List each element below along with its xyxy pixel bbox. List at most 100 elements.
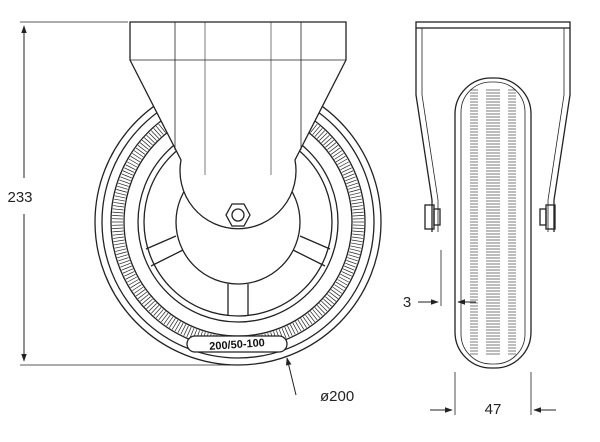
- tread-hatch-line: [171, 319, 179, 330]
- tread-hatch-line: [312, 309, 321, 319]
- tread-hatch-line: [346, 179, 357, 184]
- tread-hatch-line: [335, 155, 346, 163]
- tread-hatch-line: [112, 208, 124, 211]
- tread-hatch-line: [133, 150, 144, 158]
- tread-hatch-line: [163, 314, 171, 325]
- tread-hatch-line: [117, 185, 128, 190]
- tread-hatch-line: [351, 205, 363, 208]
- tread-hatch-line: [180, 324, 187, 335]
- tread-hatch-line: [334, 284, 344, 291]
- tread-hatch-line: [135, 289, 146, 297]
- tread-hatch-line: [338, 161, 349, 168]
- tread-hatch-line: [112, 230, 124, 233]
- tread-hatch-line: [340, 164, 351, 171]
- tread-hatch-line: [329, 145, 339, 153]
- side-view: [415, 21, 571, 369]
- tread-hatch-line: [332, 150, 343, 158]
- tread-hatch-line: [300, 318, 307, 328]
- tread-hatch-line: [116, 189, 128, 193]
- tread-hatch-line: [345, 262, 356, 268]
- tread-hatch-line: [284, 326, 290, 338]
- tread-hatch-line: [125, 164, 136, 171]
- height-dimension: [20, 21, 232, 366]
- tread-hatch-line: [305, 314, 313, 325]
- tread-hatch-line: [146, 300, 155, 309]
- tread-hatch-line: [323, 298, 332, 307]
- tread-hatch-line: [352, 215, 364, 217]
- tread-hatch-line: [174, 321, 181, 332]
- width-label: 47: [485, 401, 502, 418]
- tread-hatch-line: [115, 248, 127, 252]
- tread-hatch-line: [183, 325, 189, 336]
- tread-hatch-line: [325, 139, 335, 148]
- tread-hatch-line: [133, 286, 144, 294]
- tread-hatch-line: [351, 239, 363, 243]
- tread-hatch-line: [342, 268, 354, 274]
- tread-hatch-line: [139, 294, 149, 302]
- tread-hatch-line: [349, 248, 361, 252]
- tread-hatch-line: [287, 325, 293, 336]
- tread-hatch-line: [116, 251, 128, 255]
- tread-hatch-line: [289, 324, 296, 335]
- tread-hatch-line: [113, 236, 125, 239]
- tread-hatch-line: [125, 273, 136, 280]
- tread-hatch-line: [114, 195, 126, 199]
- side-fork-right-inner: [547, 28, 565, 232]
- tread-hatch-line: [124, 271, 135, 277]
- tread-hatch-line: [137, 145, 147, 153]
- tread-hatch-line: [114, 198, 125, 202]
- tread-hatch-line: [341, 271, 352, 277]
- tread-hatch-line: [340, 273, 351, 280]
- tread-hatch-line: [337, 279, 348, 286]
- tread-hatch-line: [120, 176, 131, 182]
- tread-hatch-line: [127, 161, 138, 168]
- tread-hatch-line: [327, 294, 337, 302]
- tread-hatch-line: [121, 173, 132, 179]
- side-fork-left: [415, 28, 433, 232]
- tread-hatch-line: [114, 242, 125, 246]
- tread-hatch-line: [148, 132, 157, 141]
- tire-marking-plate: [186, 335, 288, 353]
- tread-hatch-line: [292, 322, 299, 333]
- tread-hatch-line: [130, 281, 141, 289]
- tread-hatch-line: [347, 182, 358, 187]
- side-tire-outline: [454, 77, 532, 369]
- axle-bolt: [231, 208, 245, 222]
- tread-hatch-line: [297, 319, 305, 330]
- tread-hatch-line: [166, 316, 174, 327]
- tread-hatch-line: [112, 233, 124, 236]
- tread-hatch-line: [151, 130, 160, 139]
- tread-hatch-line: [338, 276, 349, 283]
- tread-hatch-line: [120, 262, 131, 268]
- tread-hatch-line: [346, 260, 357, 265]
- tread-hatch-line: [112, 227, 124, 229]
- offset-label: 3: [403, 294, 411, 311]
- axle-nut: [225, 203, 251, 227]
- tread-hatch-line: [310, 311, 318, 321]
- tread-hatch-line: [158, 123, 166, 133]
- tread-hatch-line: [112, 215, 124, 217]
- tread-hatch-line: [155, 309, 164, 319]
- tread-hatch-line: [124, 167, 135, 173]
- tread-hatch-line: [144, 298, 153, 307]
- tread-hatch-line: [151, 305, 160, 314]
- tread-hatch-line: [348, 251, 360, 255]
- tread-hatch-line: [352, 227, 364, 229]
- width-dimension: [430, 372, 556, 415]
- tread-hatch-line: [153, 128, 162, 137]
- tread-hatch-line: [127, 276, 138, 283]
- tread-hatch-line: [155, 125, 164, 135]
- tread-hatch-line: [352, 230, 364, 233]
- tread-hatch-line: [347, 257, 358, 262]
- height-label: 233: [7, 189, 32, 206]
- tread-hatch-line: [350, 195, 362, 199]
- tread-hatch-line: [330, 289, 341, 297]
- tread-hatch-line: [321, 135, 330, 144]
- side-axle-washer-right: [539, 208, 547, 226]
- tread-hatch-line: [314, 307, 323, 316]
- tread-hatch-line: [344, 173, 355, 179]
- tread-hatch-line: [352, 208, 364, 211]
- tread-hatch-line: [281, 328, 287, 339]
- offset-dimension: [418, 250, 476, 306]
- tread-hatch-line: [325, 296, 335, 305]
